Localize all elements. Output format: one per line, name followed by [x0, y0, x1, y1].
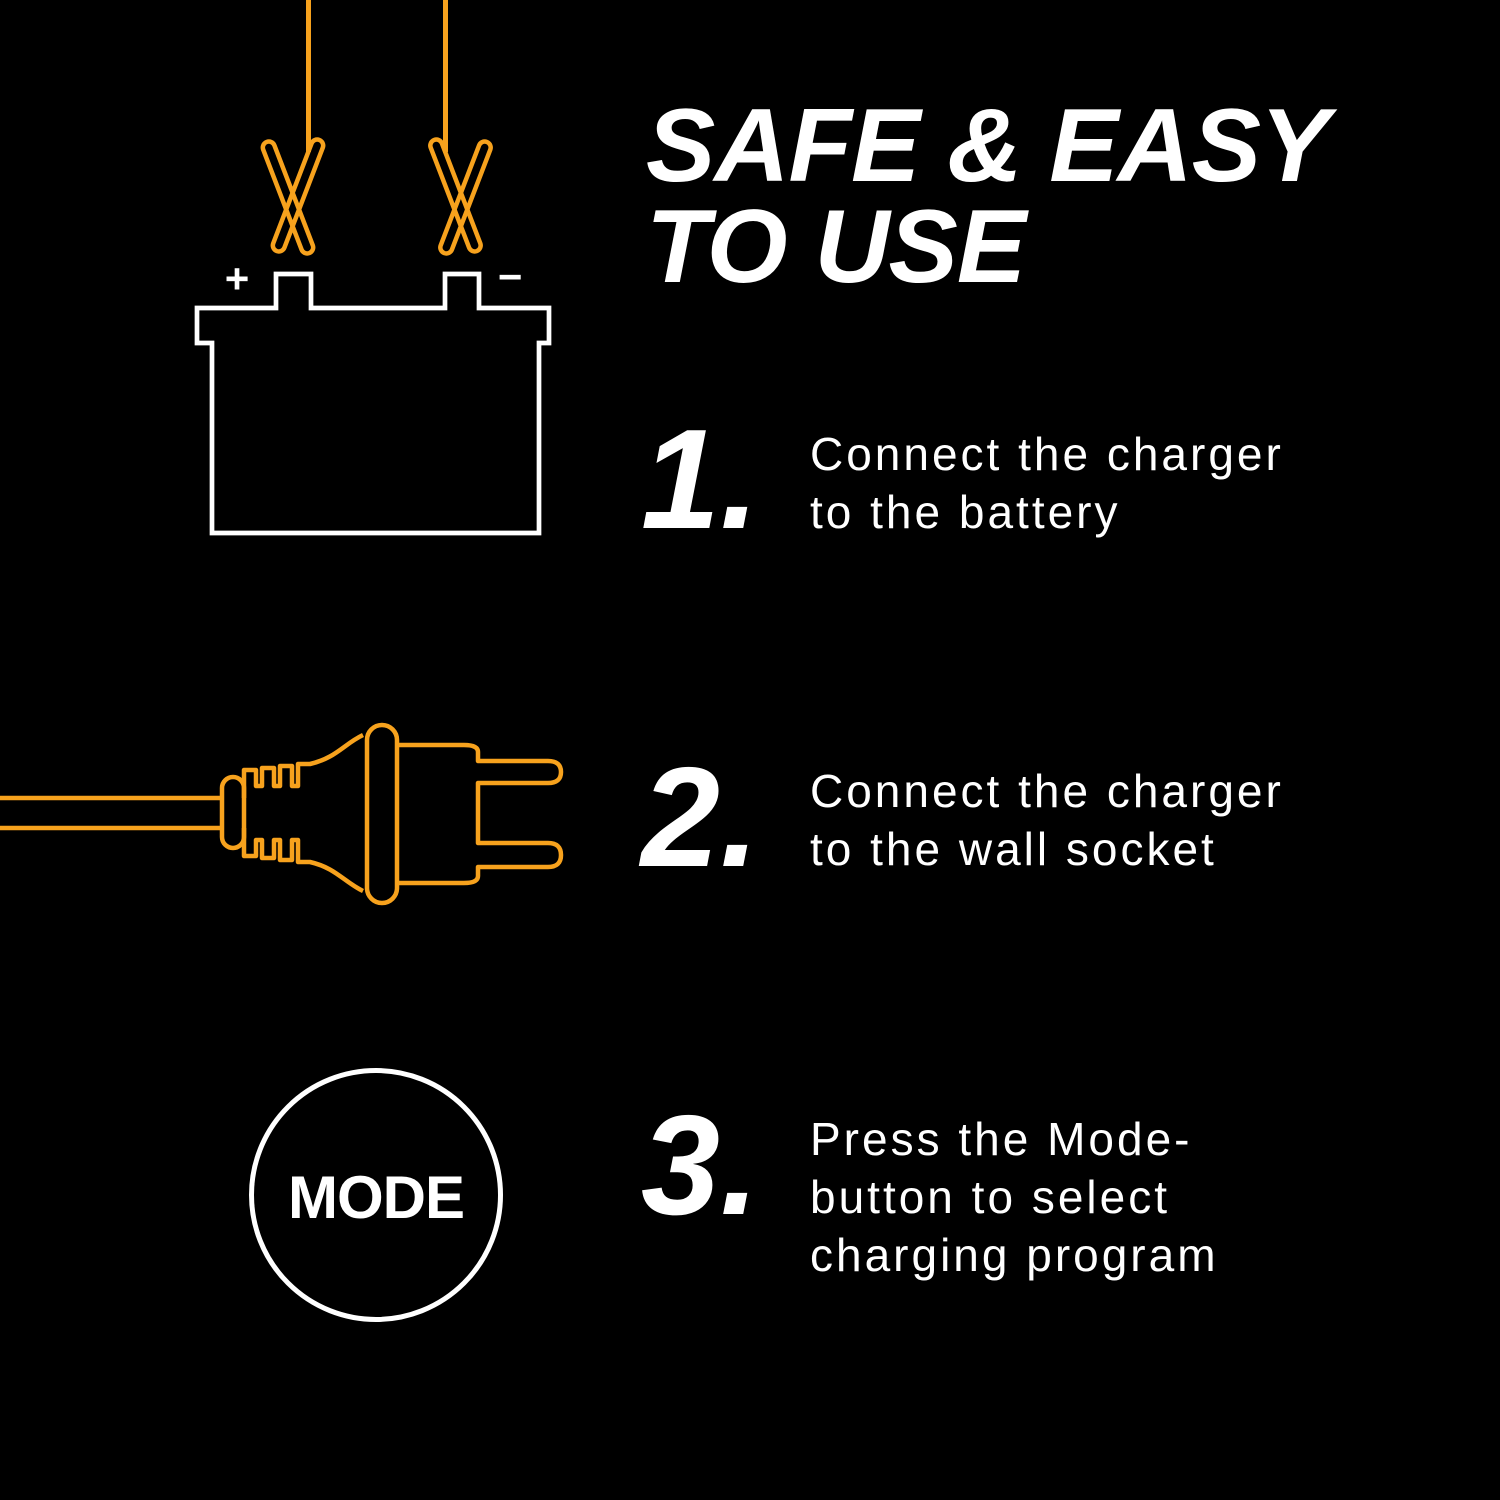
- plug-boot-ribs-top: [241, 732, 365, 798]
- step-1-line1: Connect the charger: [810, 428, 1284, 480]
- mode-button-label: MODE: [288, 1163, 465, 1231]
- step-3-line2: button to select: [810, 1171, 1170, 1223]
- plug-cable: [0, 795, 222, 831]
- step-3-line3: charging program: [810, 1229, 1219, 1281]
- negative-clamp-icon: [428, 137, 493, 256]
- step-1-number: 1.: [641, 400, 760, 559]
- plug-face: [364, 722, 400, 906]
- mode-button-icon: MODE: [249, 1068, 503, 1322]
- step-1-line2: to the battery: [810, 486, 1121, 538]
- step-2-line2: to the wall socket: [810, 823, 1217, 875]
- plug-strain-relief: [219, 774, 247, 851]
- step-2-number: 2.: [641, 738, 760, 897]
- battery-plus-label: +: [225, 255, 250, 302]
- battery-outline: [194, 271, 552, 536]
- step-1-text: Connect the charger to the battery: [810, 425, 1284, 541]
- step-2-text: Connect the charger to the wall socket: [810, 762, 1284, 878]
- positive-clamp-icon: [260, 137, 326, 256]
- battery-with-clamps-icon: + −: [194, 0, 552, 536]
- charger-wires: [306, 0, 448, 152]
- step-3-line1: Press the Mode-: [810, 1113, 1193, 1165]
- page-title: SAFE & EASY TO USE: [646, 88, 1329, 305]
- step-3-text: Press the Mode- button to select chargin…: [810, 1110, 1219, 1284]
- wall-plug-icon: [0, 722, 564, 906]
- page-title-line2: TO USE: [646, 189, 1026, 305]
- step-2-line1: Connect the charger: [810, 765, 1284, 817]
- battery-minus-label: −: [498, 253, 523, 300]
- plug-body-and-prongs: [397, 742, 564, 886]
- page-title-line1: SAFE & EASY: [646, 88, 1329, 204]
- plug-boot-ribs-bottom: [241, 828, 365, 894]
- step-3-number: 3.: [641, 1086, 760, 1245]
